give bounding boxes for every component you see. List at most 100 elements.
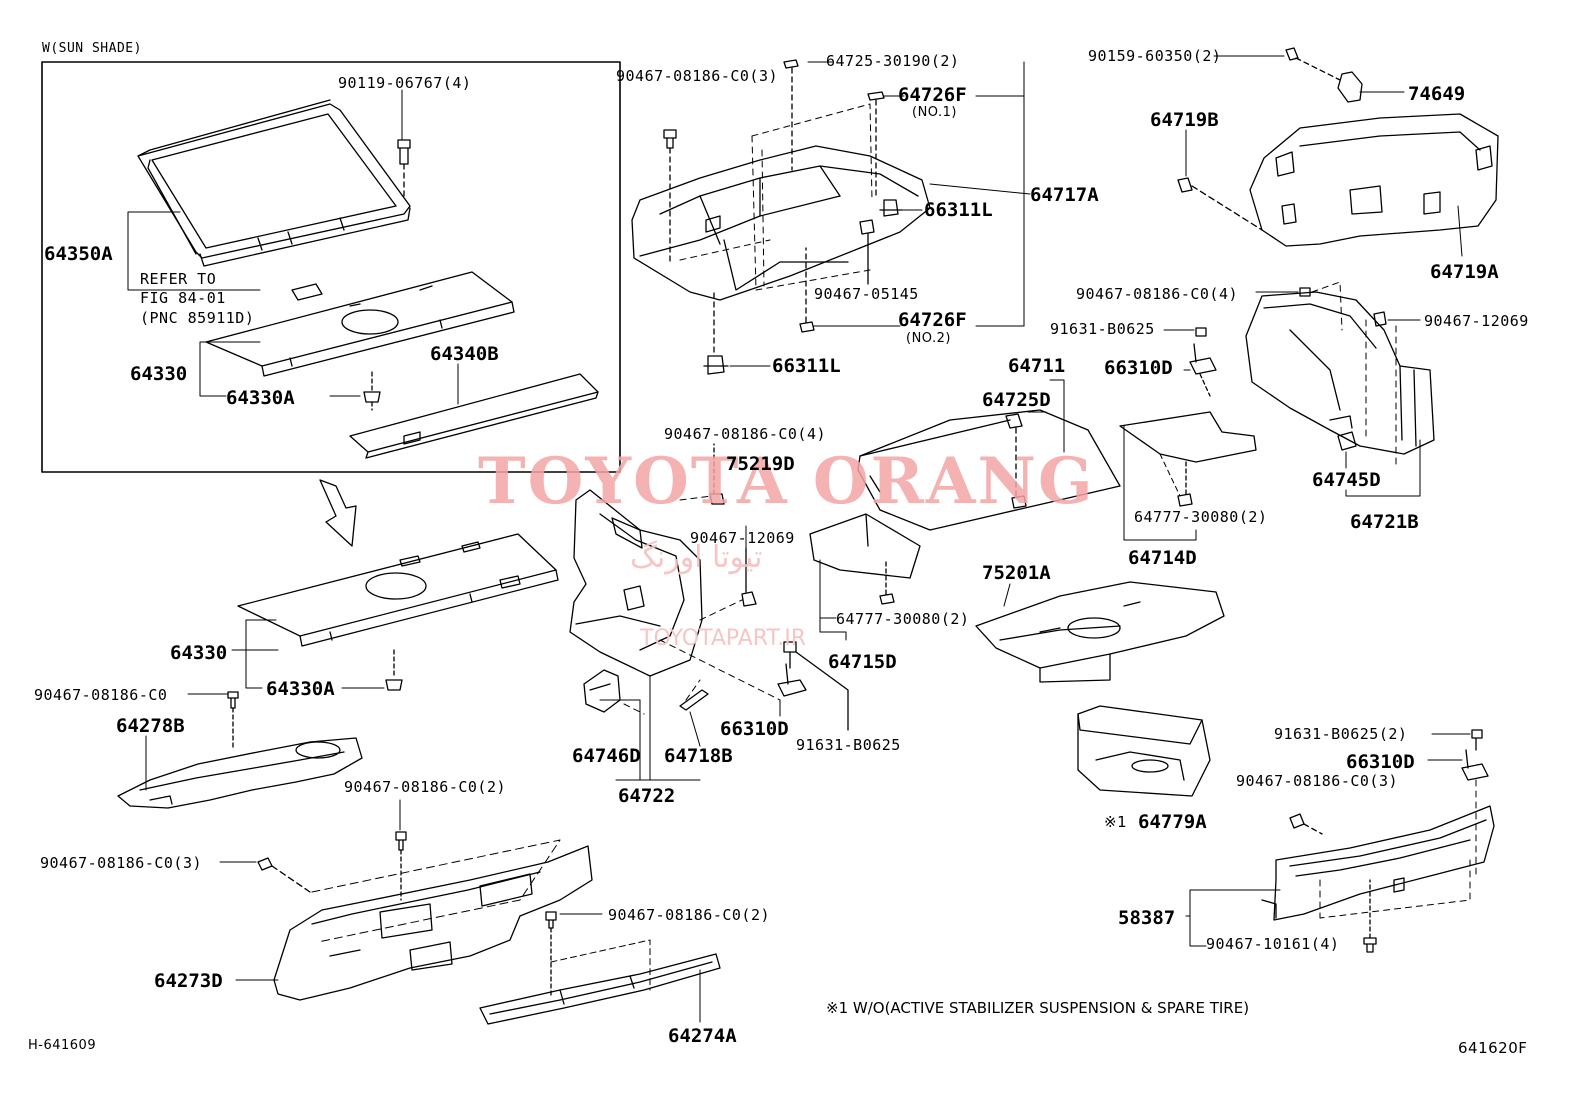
bolt-91631-a xyxy=(783,641,849,731)
side-trim-dashed xyxy=(1311,281,1397,465)
refer-line-3: (PNC 85911D) xyxy=(140,309,255,327)
code-left: H-641609 xyxy=(28,1038,97,1053)
sill-leaders xyxy=(1185,733,1471,947)
clip-64726f-no2 xyxy=(799,247,815,333)
label-58387: 58387 xyxy=(1118,907,1176,929)
right-middle-leaders xyxy=(1123,329,1197,541)
inset-leaders xyxy=(127,89,459,405)
screw-90467-10161 xyxy=(1363,879,1377,953)
screw-90467-c0-4b xyxy=(1299,287,1311,297)
clip-85911d xyxy=(291,283,323,301)
label-64725d: 64725D xyxy=(982,389,1051,411)
label-64722: 64722 xyxy=(618,785,676,807)
clip-64725-30190 xyxy=(783,59,799,171)
grommet-90467-05145 xyxy=(859,219,875,285)
sun-shade-inset-frame xyxy=(41,61,621,473)
label-64274a: 64274A xyxy=(668,1025,737,1047)
trim-panel-64717a xyxy=(631,145,931,301)
label-90467-c0-3top: 90467-08186-C0(3) xyxy=(616,67,779,85)
label-64777-a: 64777-30080(2) xyxy=(836,610,970,628)
clip-64777-a xyxy=(879,559,895,605)
sun-shade-frame-64350a xyxy=(137,99,411,267)
label-64719a: 64719A xyxy=(1430,261,1499,283)
side-trim-64722 xyxy=(569,489,703,677)
label-64718b: 64718B xyxy=(664,745,733,767)
box-64779a xyxy=(1077,705,1211,797)
bracket-66310d-c xyxy=(1461,749,1489,781)
label-66310d-b: 66310D xyxy=(1104,357,1173,379)
code-right: 641620F xyxy=(1458,1039,1528,1057)
label-64726f-no1: 64726F xyxy=(898,84,967,106)
clip-64726f-no1 xyxy=(867,91,885,197)
board-leaders xyxy=(779,559,847,717)
label-90159-60350: 90159-60350(2) xyxy=(1088,47,1222,65)
screw-64719b xyxy=(1177,177,1263,231)
grommet-90467-12069b xyxy=(1373,311,1387,327)
watermark-main: TOYOTA ORANG xyxy=(478,444,1095,519)
watermark-site: TOYOTAPART.IR xyxy=(640,626,807,651)
inset-title: W(SUN SHADE) xyxy=(42,41,142,56)
label-64726f-no2-sub: (NO.2) xyxy=(906,331,951,346)
clip-66311l-b xyxy=(703,291,729,375)
label-90467-12069a: 90467-12069 xyxy=(690,529,795,547)
label-64714d: 64714D xyxy=(1128,547,1197,569)
label-90119-06767: 90119-06767(4) xyxy=(338,74,472,92)
leader-75201a xyxy=(1003,583,1011,607)
tray-64330-inset xyxy=(205,271,515,377)
clip-64330a-inset xyxy=(363,371,381,411)
label-64721b: 64721B xyxy=(1350,511,1419,533)
trim-dashed-outline xyxy=(679,103,873,291)
screw-90159 xyxy=(1285,47,1341,81)
label-66310d-c: 66310D xyxy=(1346,751,1415,773)
watermark-arabic: تیوتا اورنگ xyxy=(630,540,763,575)
label-91631-a: 91631-B0625 xyxy=(796,736,901,754)
grommet-90467-12069a xyxy=(741,547,757,607)
label-64330a-inset: 64330A xyxy=(226,387,295,409)
label-64726f-no2: 64726F xyxy=(898,309,967,331)
side-trim-64721b xyxy=(1245,291,1435,455)
label-64779a-mark: ※1 xyxy=(1104,813,1128,831)
centre-dashed xyxy=(623,495,781,715)
deck-board-75201a xyxy=(975,581,1225,683)
label-64330-inset: 64330 xyxy=(130,363,188,385)
label-64726f-no1-sub: (NO.1) xyxy=(912,105,957,120)
label-90467-c0-3c: 90467-08186-C0(3) xyxy=(1236,772,1399,790)
label-90467-c0-4a: 90467-08186-C0(4) xyxy=(664,425,827,443)
label-64273d: 64273D xyxy=(154,970,223,992)
label-90467-c0-2a: 90467-08186-C0(2) xyxy=(344,778,507,796)
label-64719b: 64719B xyxy=(1150,109,1219,131)
bracket-66310d-a xyxy=(777,663,807,697)
label-90467-10161: 90467-10161(4) xyxy=(1206,935,1340,953)
bracket-64745d xyxy=(1337,431,1357,451)
sill-plate-58387 xyxy=(1261,805,1495,921)
back-panel-64719a xyxy=(1249,113,1499,247)
package-tray-64330 xyxy=(237,533,559,647)
label-90467-c0-3a: 90467-08186-C0(3) xyxy=(40,854,203,872)
screw-90119-06767 xyxy=(397,139,411,197)
centre-leaders xyxy=(599,525,747,781)
bracket-66310d-b xyxy=(1189,327,1217,397)
label-64779a: 64779A xyxy=(1138,811,1207,833)
label-64330a: 64330A xyxy=(266,678,335,700)
refer-line-1: REFER TO xyxy=(140,270,217,288)
label-64717a: 64717A xyxy=(1030,184,1099,206)
label-64278b: 64278B xyxy=(116,715,185,737)
box-64746d xyxy=(583,669,621,713)
screw-90467-c0-3a xyxy=(257,857,311,893)
sill-dashed xyxy=(1319,779,1477,919)
left-leaders xyxy=(145,619,701,1023)
strip-64274a xyxy=(479,953,721,1025)
label-64746d: 64746D xyxy=(572,745,641,767)
screw-90467-c0-3top xyxy=(663,129,677,263)
label-64711: 64711 xyxy=(1008,355,1066,377)
label-75219d: 75219D xyxy=(726,453,795,475)
label-90467-12069b: 90467-12069 xyxy=(1424,312,1529,330)
label-90467-05145: 90467-05145 xyxy=(814,285,919,303)
floor-panel-64273d xyxy=(273,845,593,1001)
label-90467-c0-2b: 90467-08186-C0(2) xyxy=(608,906,771,924)
label-66311l-b: 66311L xyxy=(772,355,841,377)
back-panel-leaders xyxy=(1185,55,1463,257)
label-64745d: 64745D xyxy=(1312,469,1381,491)
duct-64278b xyxy=(117,737,363,809)
bolt-91631-c xyxy=(1471,729,1483,751)
